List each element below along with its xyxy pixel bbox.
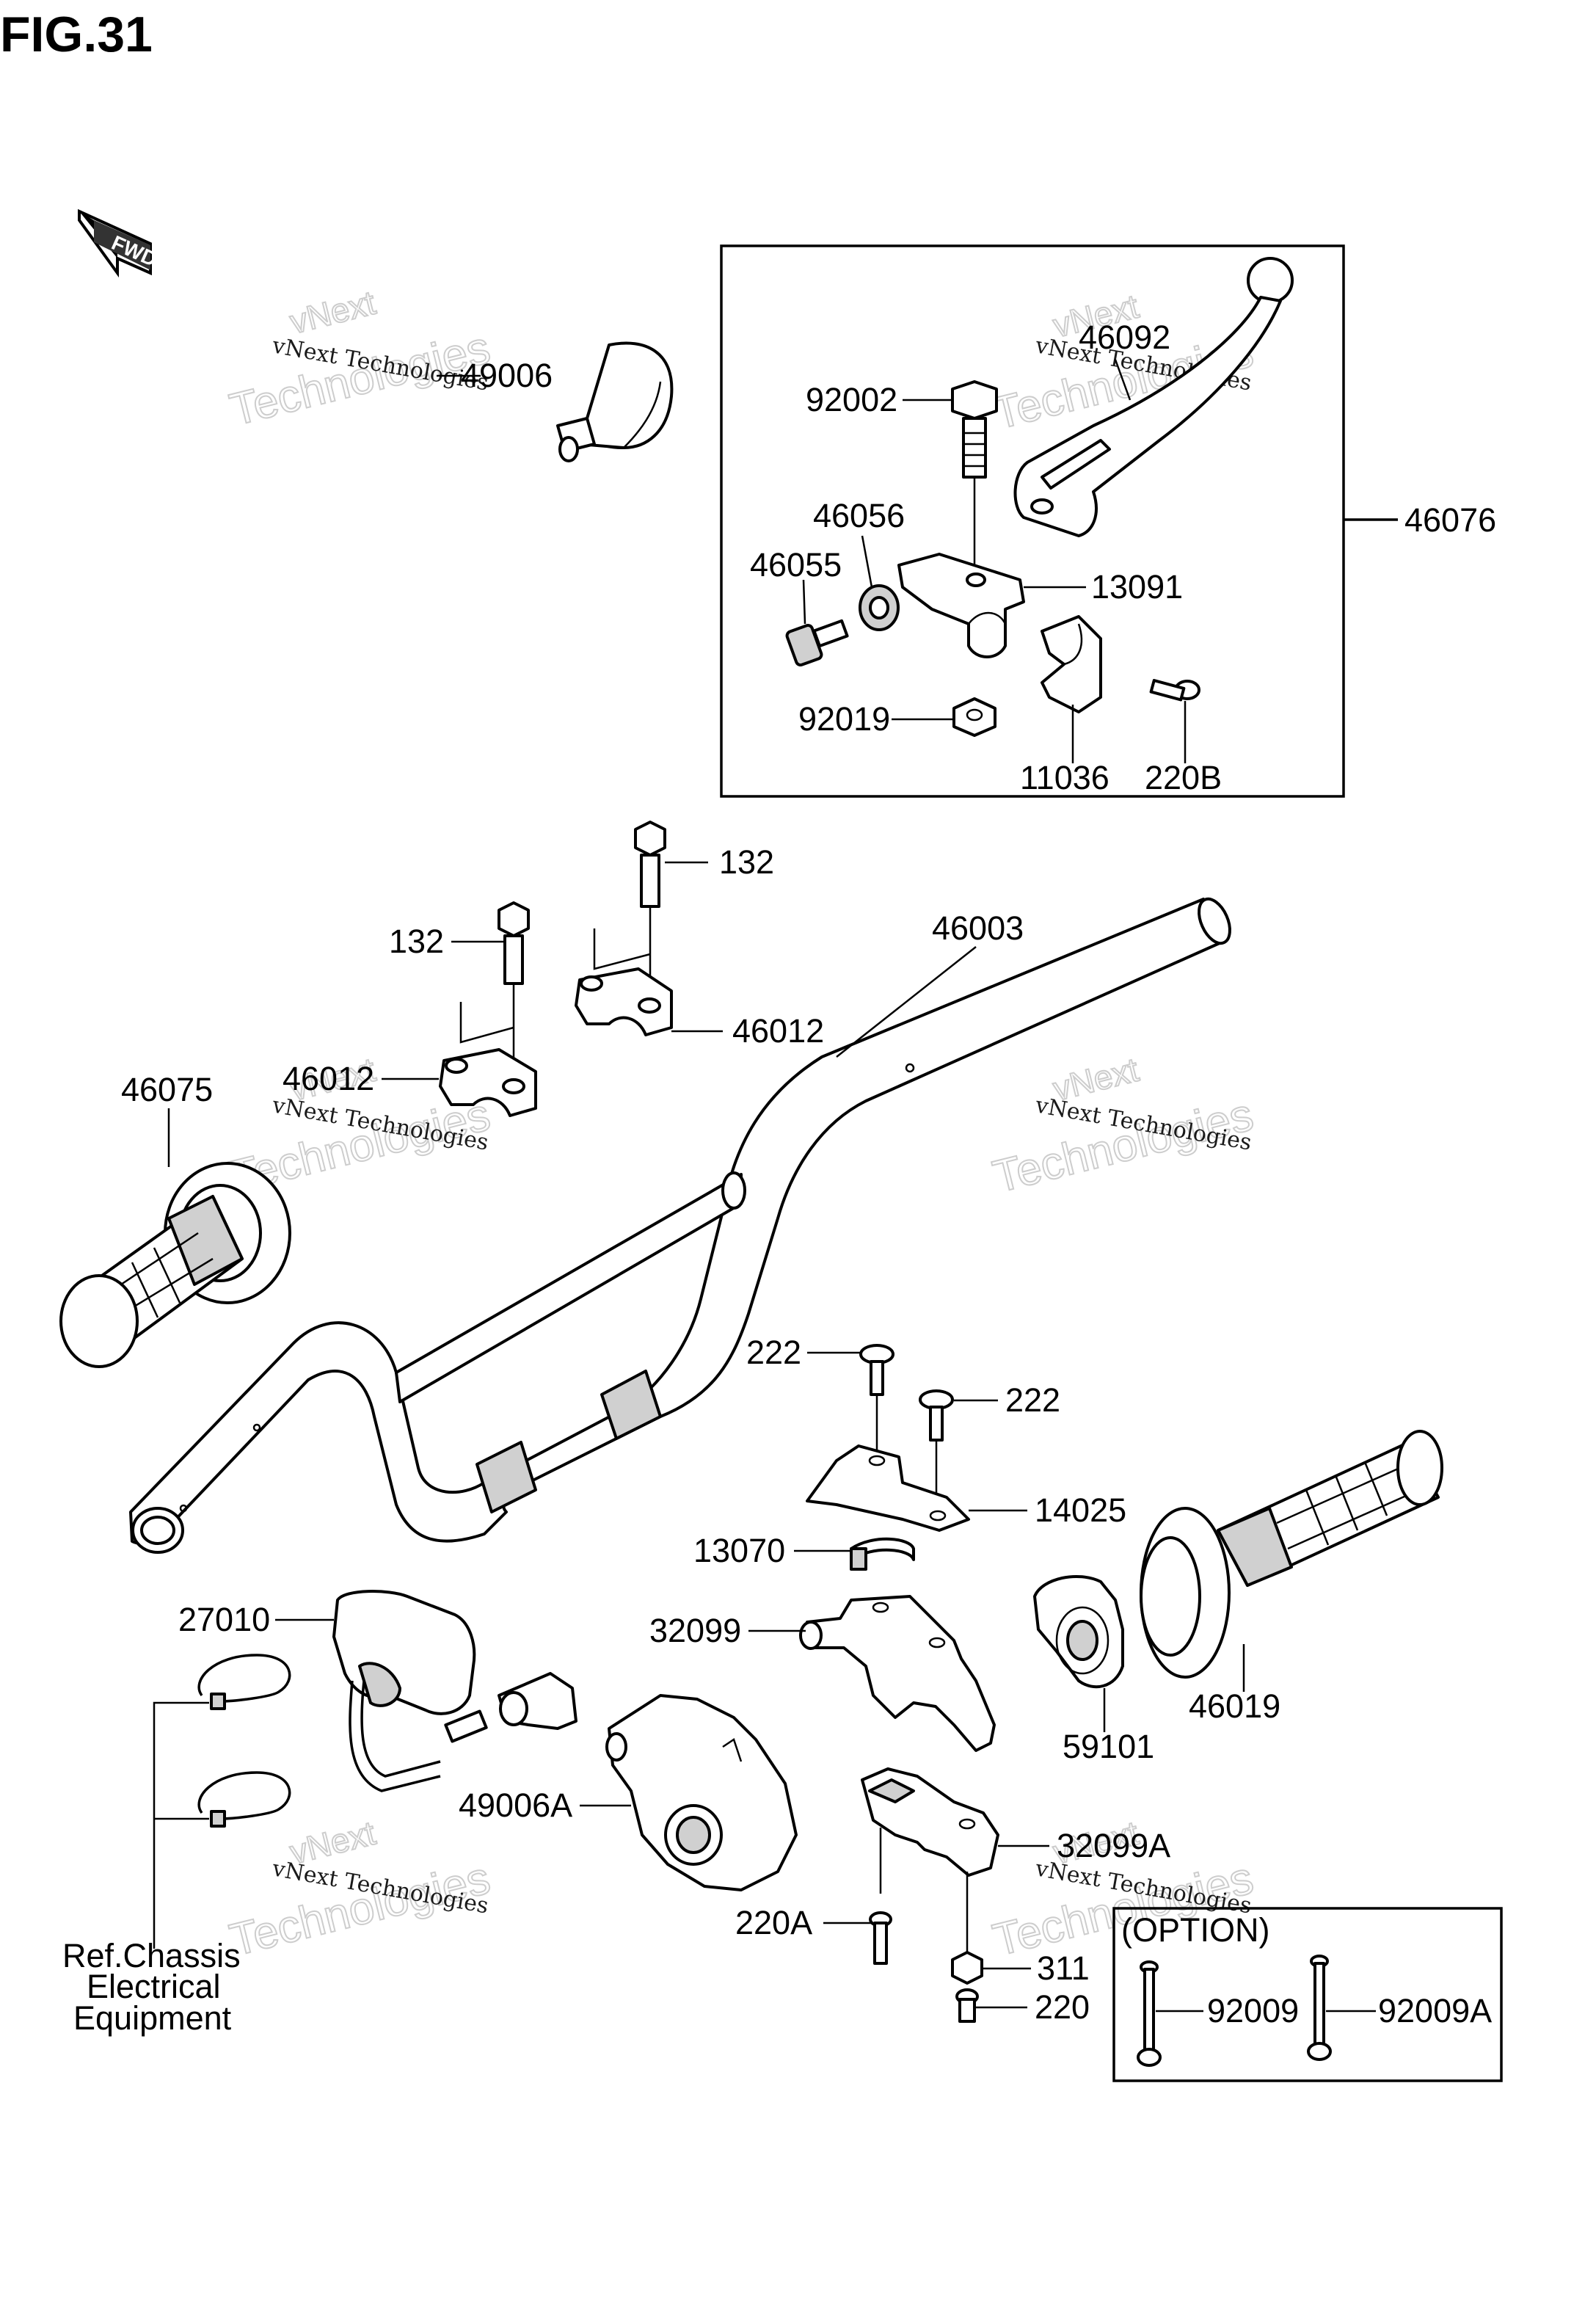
leader-46056 <box>861 535 873 588</box>
part-220-screw[interactable] <box>955 1988 979 2023</box>
label-92019[interactable]: 92019 <box>798 700 890 738</box>
part-cable-tie-lower[interactable] <box>197 1771 291 1828</box>
leader-46092 <box>1114 359 1132 401</box>
part-46019-grip-right[interactable] <box>1140 1430 1443 1679</box>
label-92002[interactable]: 92002 <box>806 381 897 418</box>
part-92009-bolt[interactable] <box>1137 1960 1162 2067</box>
option-header: (OPTION) <box>1121 1911 1269 1949</box>
label-46019[interactable]: 46019 <box>1189 1687 1280 1725</box>
label-46055[interactable]: 46055 <box>750 546 842 584</box>
assembly-46076-box <box>720 244 1345 798</box>
part-92009A-bolt[interactable] <box>1307 1955 1332 2061</box>
part-46012-clamp-upper[interactable] <box>575 967 673 1036</box>
label-92009[interactable]: 92009 <box>1207 1992 1299 2029</box>
ref-note-line2: Electrical <box>87 1968 221 2005</box>
part-59101-pulley[interactable] <box>1033 1575 1124 1689</box>
label-49006[interactable]: 49006 <box>461 357 553 394</box>
part-46056-adjuster-wheel[interactable] <box>859 584 900 631</box>
axis-lower-guide <box>459 1002 514 1044</box>
label-222-lower[interactable]: 222 <box>1005 1381 1060 1419</box>
part-49006A-guard[interactable] <box>605 1694 798 1891</box>
part-92002-bolt[interactable] <box>951 380 998 479</box>
watermark-vnext-1: vNext <box>286 283 379 341</box>
label-46056[interactable]: 46056 <box>813 497 905 534</box>
part-311-nut[interactable] <box>951 1951 983 1985</box>
part-46092-lever[interactable] <box>1013 257 1294 537</box>
part-14025-cover[interactable] <box>806 1444 970 1532</box>
leader-46055 <box>802 579 806 625</box>
part-32099A-lower-housing[interactable] <box>861 1767 999 1877</box>
label-14025[interactable]: 14025 <box>1035 1491 1126 1529</box>
grip-right-pattern <box>1276 1459 1428 1550</box>
label-46075[interactable]: 46075 <box>121 1071 213 1108</box>
label-11036[interactable]: 11036 <box>1020 759 1109 796</box>
part-132-bolt-lower[interactable] <box>498 901 530 985</box>
part-46003-handlebar[interactable] <box>129 894 1236 1554</box>
label-32099[interactable]: 32099 <box>649 1612 741 1649</box>
label-59101[interactable]: 59101 <box>1063 1728 1154 1765</box>
part-222-screw-upper[interactable] <box>859 1344 894 1396</box>
label-46012-lower[interactable]: 46012 <box>283 1060 374 1097</box>
part-222-screw-lower[interactable] <box>919 1389 954 1442</box>
watermark: vNext Technologies vNext Technologies vN… <box>225 283 1259 1967</box>
part-220A-screw[interactable] <box>869 1911 892 1965</box>
label-13070[interactable]: 13070 <box>693 1532 785 1569</box>
ref-note-line3: Equipment <box>73 1999 232 2037</box>
part-46055-adjuster-bolt[interactable] <box>785 619 849 667</box>
label-222-upper[interactable]: 222 <box>746 1334 801 1371</box>
part-46012-clamp-lower[interactable] <box>439 1048 537 1117</box>
label-92009A[interactable]: 92009A <box>1378 1992 1492 2029</box>
part-cable-tie-upper[interactable] <box>197 1654 291 1710</box>
label-220B[interactable]: 220B <box>1145 759 1222 796</box>
figure-title: FIG.31 <box>0 7 153 62</box>
part-11036-clamp[interactable] <box>1041 615 1102 713</box>
label-132-lower[interactable]: 132 <box>389 923 444 960</box>
leader-46003 <box>836 946 977 1058</box>
option-box <box>1112 1907 1503 2082</box>
label-13091[interactable]: 13091 <box>1091 568 1183 606</box>
leader-ref-chassis <box>153 1701 209 1949</box>
knurl-band-left <box>475 1441 537 1513</box>
ref-note-line1: Ref.Chassis <box>62 1937 241 1974</box>
axis-upper-guide <box>593 928 651 970</box>
label-220[interactable]: 220 <box>1035 1988 1090 2026</box>
label-27010[interactable]: 27010 <box>178 1601 270 1638</box>
part-132-bolt-upper[interactable] <box>634 821 666 908</box>
label-46092[interactable]: 46092 <box>1079 319 1170 356</box>
label-311[interactable]: 311 <box>1037 1949 1090 1987</box>
label-132-upper[interactable]: 132 <box>719 843 774 881</box>
label-220A[interactable]: 220A <box>735 1904 812 1941</box>
label-46076[interactable]: 46076 <box>1404 501 1496 539</box>
label-46003[interactable]: 46003 <box>932 909 1024 947</box>
part-220B-screw[interactable] <box>1149 679 1200 702</box>
part-13091-bracket[interactable] <box>897 553 1025 658</box>
part-49006-cap[interactable] <box>556 341 674 462</box>
label-49006A[interactable]: 49006A <box>459 1786 572 1824</box>
part-32099-housing[interactable] <box>799 1595 996 1752</box>
part-27010-switch[interactable] <box>332 1590 577 1792</box>
part-13070-ring[interactable] <box>850 1537 915 1571</box>
knurl-band-right <box>600 1370 662 1440</box>
part-92019-nut[interactable] <box>952 697 996 737</box>
label-46012-upper[interactable]: 46012 <box>732 1012 824 1050</box>
label-32099A[interactable]: 32099A <box>1057 1827 1170 1864</box>
part-46075-grip-left[interactable] <box>59 1162 291 1368</box>
fwd-arrow-icon: FWD <box>78 208 160 278</box>
